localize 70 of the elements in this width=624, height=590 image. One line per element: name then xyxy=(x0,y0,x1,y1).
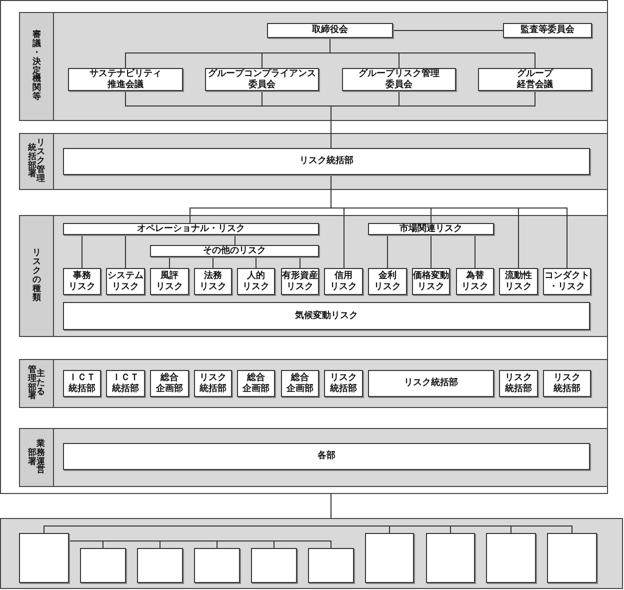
empty-box xyxy=(365,533,414,583)
org-box: 監査等委員会 xyxy=(503,23,592,38)
org-box: サステナビリティ推進会議 xyxy=(68,68,183,91)
band-label: リスク管理 xyxy=(36,139,45,184)
band-label: 業務運営 xyxy=(36,440,45,476)
band-panel xyxy=(19,12,608,121)
connector-line xyxy=(169,256,170,268)
org-box: 総合企画部 xyxy=(150,370,189,397)
org-box: 市場関連リスク xyxy=(368,223,494,235)
band-label: 主たる xyxy=(36,370,45,397)
org-box: 法務リスク xyxy=(194,268,232,295)
empty-box xyxy=(251,548,297,583)
org-box: 金利リスク xyxy=(368,268,407,295)
org-box: 取締役会 xyxy=(267,23,393,38)
org-box: ＩＣＴ統括部 xyxy=(63,370,101,397)
org-box: オペレーショナル・リスク xyxy=(63,223,319,235)
org-box: 各部 xyxy=(63,443,590,470)
band-label: 統括部署 xyxy=(28,144,36,180)
org-box: リスク統括部 xyxy=(368,370,494,397)
empty-box xyxy=(80,548,126,583)
band-label: 管理部署 xyxy=(28,366,36,402)
empty-box xyxy=(137,548,183,583)
org-box: 流動性リスク xyxy=(499,268,538,295)
org-box: 事務リスク xyxy=(63,268,101,295)
org-box: 気候変動リスク xyxy=(63,302,590,330)
org-box: 総合企画部 xyxy=(237,370,275,397)
org-box: グループリスク管理委員会 xyxy=(342,68,456,91)
empty-box xyxy=(547,533,597,583)
connector-line xyxy=(330,38,536,68)
org-box: リスク統括部 xyxy=(194,370,232,397)
org-box: 有形資産リスク xyxy=(281,268,319,295)
connector-line xyxy=(474,234,476,268)
band-label: 審議・決定機関等 xyxy=(32,30,41,102)
frame-box xyxy=(0,0,608,494)
band-label: 部署 xyxy=(28,448,36,466)
org-box: 信用リスク xyxy=(324,268,363,295)
connector-line xyxy=(330,494,332,518)
org-box: 為替リスク xyxy=(456,268,494,295)
band-panel xyxy=(0,518,623,589)
connector-line xyxy=(234,234,236,246)
connector-line xyxy=(387,234,388,268)
org-box: コンダクト・リスク xyxy=(543,268,591,295)
org-box: リスク統括部 xyxy=(324,370,363,397)
empty-box xyxy=(426,533,475,583)
org-box: 風評リスク xyxy=(150,268,189,295)
org-box: ＩＣＴ統括部 xyxy=(106,370,145,397)
org-box: リスク統括部 xyxy=(499,370,538,397)
connector-line xyxy=(125,234,126,268)
band-panel xyxy=(19,428,608,487)
connector-line xyxy=(68,540,332,548)
connector-line xyxy=(212,256,214,268)
band-panel xyxy=(19,359,608,408)
org-box: 人的リスク xyxy=(237,268,275,295)
band-label: リスクの種類 xyxy=(32,249,41,303)
empty-box xyxy=(486,533,536,583)
org-box: グループコンプライアンス委員会 xyxy=(205,68,319,91)
org-box: システムリスク xyxy=(106,268,145,295)
org-box: 価格変動リスク xyxy=(412,268,450,295)
connector-line xyxy=(392,30,504,31)
empty-box xyxy=(194,548,240,583)
empty-box xyxy=(308,548,354,583)
connector-line xyxy=(430,234,432,268)
org-box: リスク統括部 xyxy=(63,148,590,175)
org-box: リスク統括部 xyxy=(543,370,591,397)
org-box: 総合企画部 xyxy=(281,370,319,397)
org-box: グループ経営会議 xyxy=(478,68,592,91)
band-panel xyxy=(19,215,608,337)
band-panel xyxy=(19,133,608,190)
org-box: その他のリスク xyxy=(150,245,319,257)
empty-box xyxy=(19,533,69,583)
